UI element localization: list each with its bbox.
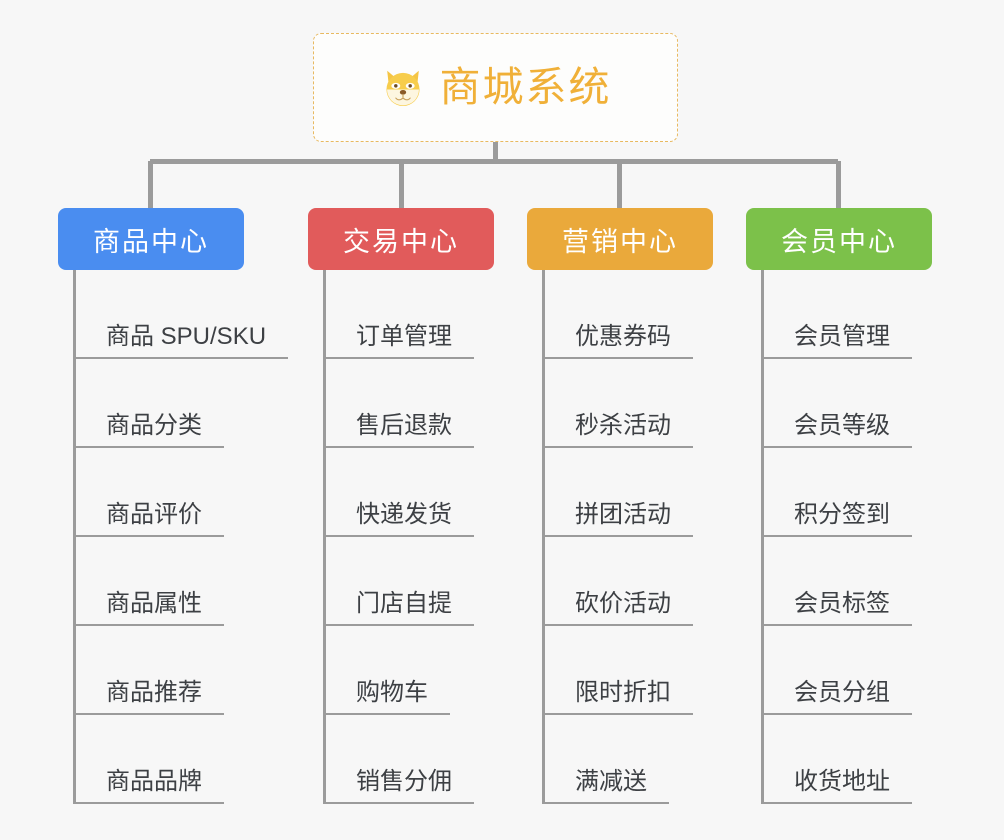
list-item[interactable]: 商品属性 [73,537,244,626]
list-item[interactable]: 快递发货 [323,448,494,537]
leaf-label: 拼团活动 [545,501,693,537]
list-item[interactable]: 会员管理 [761,270,932,359]
list-item[interactable]: 收货地址 [761,715,932,804]
leaf-label: 商品 SPU/SKU [76,323,289,359]
leaf-label: 商品推荐 [76,679,224,715]
leaf-label: 订单管理 [326,323,474,359]
leaf-label: 快递发货 [326,501,474,537]
leaf-label: 商品分类 [76,412,224,448]
leaf-label: 商品属性 [76,590,224,626]
list-item[interactable]: 满减送 [542,715,713,804]
list-item[interactable]: 销售分佣 [323,715,494,804]
list-item[interactable]: 拼团活动 [542,448,713,537]
leaf-list-1: 商品 SPU/SKU 商品分类 商品评价 商品属性 商品推荐 商品品牌 [73,270,289,804]
category-header-1[interactable]: 商品中心 [58,208,244,270]
dog-face-icon [380,65,426,111]
leaf-label: 满减送 [545,768,669,804]
list-item[interactable]: 会员等级 [761,359,932,448]
list-item[interactable]: 门店自提 [323,537,494,626]
leaf-label: 商品品牌 [76,768,224,804]
branch-column-1: 商品中心 商品 SPU/SKU 商品分类 商品评价 商品属性 商品推荐 商品品牌 [58,208,289,804]
list-item[interactable]: 商品品牌 [73,715,244,804]
leaf-label: 购物车 [326,679,450,715]
leaf-label: 秒杀活动 [545,412,693,448]
list-item[interactable]: 商品 SPU/SKU [73,270,289,359]
branch-column-3: 营销中心 优惠券码 秒杀活动 拼团活动 砍价活动 限时折扣 满减送 [527,208,713,804]
leaf-label: 限时折扣 [545,679,693,715]
leaf-label: 门店自提 [326,590,474,626]
list-item[interactable]: 购物车 [323,626,494,715]
leaf-label: 售后退款 [326,412,474,448]
leaf-list-4: 会员管理 会员等级 积分签到 会员标签 会员分组 收货地址 [761,270,932,804]
list-item[interactable]: 积分签到 [761,448,932,537]
leaf-label: 积分签到 [764,501,912,537]
leaf-label: 商品评价 [76,501,224,537]
category-header-2[interactable]: 交易中心 [308,208,494,270]
leaf-list-2: 订单管理 售后退款 快递发货 门店自提 购物车 销售分佣 [323,270,494,804]
category-header-3[interactable]: 营销中心 [527,208,713,270]
list-item[interactable]: 商品评价 [73,448,244,537]
list-item[interactable]: 会员标签 [761,537,932,626]
branch-column-4: 会员中心 会员管理 会员等级 积分签到 会员标签 会员分组 收货地址 [746,208,932,804]
list-item[interactable]: 订单管理 [323,270,494,359]
list-item[interactable]: 秒杀活动 [542,359,713,448]
leaf-label: 会员分组 [764,679,912,715]
list-item[interactable]: 优惠券码 [542,270,713,359]
branch-column-2: 交易中心 订单管理 售后退款 快递发货 门店自提 购物车 销售分佣 [308,208,494,804]
list-item[interactable]: 砍价活动 [542,537,713,626]
leaf-label: 会员标签 [764,590,912,626]
list-item[interactable]: 售后退款 [323,359,494,448]
root-title: 商城系统 [439,64,612,110]
leaf-label: 砍价活动 [545,590,693,626]
list-item[interactable]: 商品分类 [73,359,244,448]
category-header-4[interactable]: 会员中心 [746,208,932,270]
list-item[interactable]: 会员分组 [761,626,932,715]
leaf-label: 销售分佣 [326,768,474,804]
list-item[interactable]: 限时折扣 [542,626,713,715]
leaf-label: 会员管理 [764,323,912,359]
leaf-list-3: 优惠券码 秒杀活动 拼团活动 砍价活动 限时折扣 满减送 [542,270,713,804]
leaf-label: 收货地址 [764,768,912,804]
root-node[interactable]: 商城系统 [313,33,678,142]
leaf-label: 会员等级 [764,412,912,448]
leaf-label: 优惠券码 [545,323,693,359]
list-item[interactable]: 商品推荐 [73,626,244,715]
